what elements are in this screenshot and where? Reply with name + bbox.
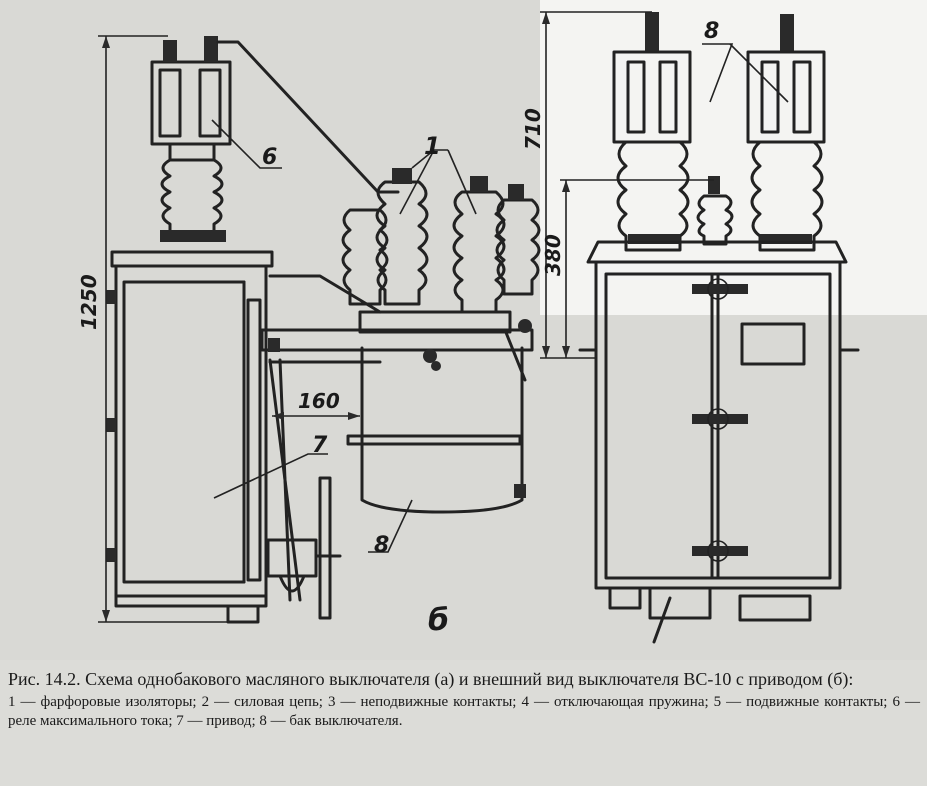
power-lead — [216, 40, 400, 194]
figure-caption: Рис. 14.2. Схема однобакового масляного … — [8, 668, 920, 731]
caption-title: Рис. 14.2. Схема однобакового масляного … — [8, 669, 854, 689]
left-insulator — [160, 158, 226, 242]
dim-710: 710 — [521, 108, 545, 150]
label-8-bottom: 8 — [374, 533, 389, 558]
dim-1250: 1250 — [77, 274, 101, 330]
dimension-lines — [98, 11, 714, 623]
label-8-right: 8 — [704, 19, 719, 44]
diagram-figure: 1 6 8 7 8 б 1250 160 710 380 — [77, 0, 927, 644]
drive-mechanism-7 — [266, 358, 342, 620]
tank-8 — [346, 346, 526, 514]
right-relay-8-left — [612, 12, 692, 252]
left-cabinet — [106, 250, 274, 624]
leader-lines — [211, 43, 789, 553]
dim-380: 380 — [541, 234, 565, 276]
dim-160: 160 — [298, 389, 340, 413]
label-1: 1 — [424, 132, 441, 160]
label-view-b: б — [428, 603, 449, 638]
right-relay-8-right — [746, 14, 826, 252]
caption-legend: 1 — фарфоровые изоляторы; 2 — силовая це… — [8, 694, 920, 729]
left-relay-6 — [150, 36, 232, 162]
center-insulators-1 — [341, 168, 541, 314]
label-6: 6 — [262, 145, 277, 170]
label-7: 7 — [312, 433, 328, 458]
right-cabinet — [578, 240, 860, 644]
